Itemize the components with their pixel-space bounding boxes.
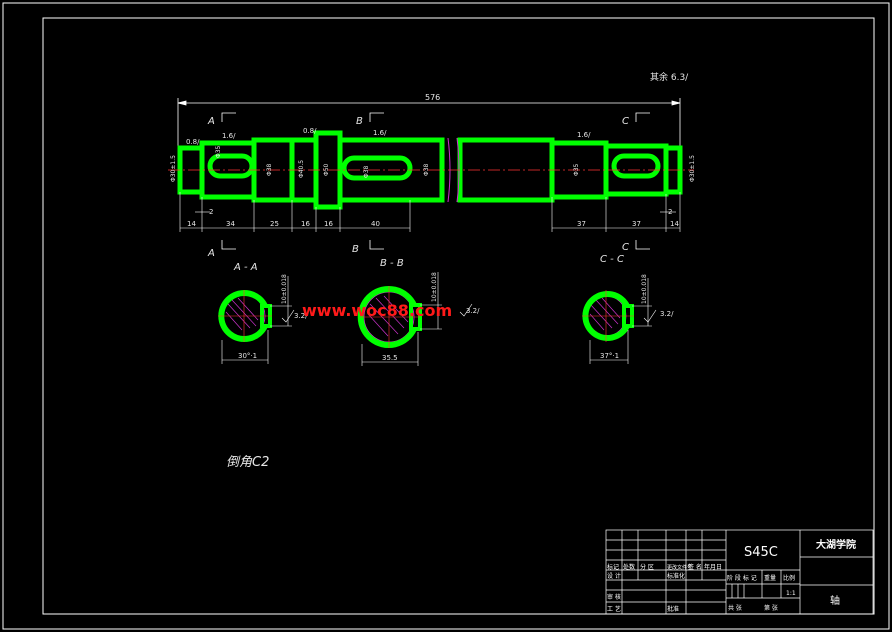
bottom-dimensions: 14 2 34 25 16 16 40 37 37 2 14 — [187, 208, 679, 228]
tb-reviewer-label: 审 核 — [607, 593, 621, 601]
dim-value: 2 — [209, 208, 213, 216]
roughness-symbol: 0.8/ — [186, 138, 200, 146]
tb-row1-cell: 标记 — [607, 563, 619, 571]
title-block — [605, 529, 874, 615]
diameter-labels: Φ30±1.5 Φ35 Φ38 Φ40.5 Φ50 Φ38 Φ38 Φ35 Φ3… — [170, 145, 696, 182]
section-a-bottom-dim: 30°·1 — [238, 352, 257, 360]
dim-value: 16 — [301, 220, 310, 228]
overall-dimension — [177, 98, 681, 148]
watermark-text: www.woc88.com — [302, 301, 452, 320]
section-a-a: 30°·1 10±0.018 3.2/ — [218, 274, 308, 364]
dim-value: 25 — [270, 220, 279, 228]
diameter-label: Φ30±1.5 — [689, 155, 696, 182]
section-mark-c-top: C — [622, 116, 629, 127]
tb-standard-label: 标准化 — [667, 572, 685, 580]
section-mark-b-bottom: B — [352, 244, 359, 255]
section-a-side-dim: 10±0.018 — [281, 274, 288, 304]
tb-row1-cell: 签 名 — [688, 563, 702, 571]
diameter-label: Φ40.5 — [298, 160, 305, 178]
roughness-note: 其余 6.3/ — [650, 71, 689, 83]
tb-process-label: 工 艺 — [607, 605, 621, 613]
section-b-roughness: 3.2/ — [466, 307, 480, 315]
roughness-symbol: 0.8/ — [303, 127, 317, 135]
section-mark-c-bottom: C — [622, 242, 629, 253]
dim-value: 2 — [668, 208, 672, 216]
diameter-label: Φ38 — [423, 163, 430, 176]
section-c-c: 37°·1 10±0.018 3.2/ — [582, 274, 674, 364]
diameter-label: Φ38 — [363, 165, 370, 178]
tb-row1-cell: 处数 — [623, 563, 635, 571]
chamfer-note: 倒角C2 — [226, 455, 269, 470]
diameter-label: Φ35 — [573, 163, 580, 176]
section-a-roughness: 3.2/ — [294, 312, 308, 320]
tb-scale-label: 比例 — [783, 574, 795, 582]
section-title-a: A - A — [233, 262, 258, 273]
roughness-symbol: 1.6/ — [373, 129, 387, 137]
section-b-side-dim: 10±0.018 — [431, 272, 438, 302]
inner-frame — [42, 17, 875, 615]
section-title-b: B - B — [380, 258, 404, 269]
section-mark-a-bottom: A — [207, 248, 215, 259]
tb-scale-value: 1:1 — [786, 590, 796, 597]
tb-part-name: 轴 — [830, 594, 840, 607]
dim-value: 40 — [371, 220, 380, 228]
section-mark-b-top: B — [356, 116, 363, 127]
tb-designer-label: 设 计 — [607, 572, 621, 580]
overall-length: 576 — [425, 93, 440, 102]
roughness-symbol: 1.6/ — [222, 132, 236, 140]
dimension-extension-lines — [179, 192, 681, 232]
tb-row1-cell: 更改文件号 — [667, 564, 692, 571]
diameter-label: Φ38 — [266, 163, 273, 176]
diameter-label: Φ50 — [323, 163, 330, 176]
section-c-side-dim: 10±0.018 — [641, 274, 648, 304]
tb-weight-label: 重量 — [764, 574, 776, 582]
diameter-label: Φ35 — [215, 145, 222, 158]
diameter-label: Φ30±1.5 — [170, 155, 177, 182]
section-cut-marks — [221, 112, 650, 250]
section-c-roughness: 3.2/ — [660, 310, 674, 318]
tb-material: S45C — [744, 545, 778, 560]
tb-school: 大湖学院 — [816, 538, 856, 551]
section-b-bottom-dim: 35.5 — [382, 354, 398, 362]
dim-value: 34 — [226, 220, 235, 228]
tb-sheet-number: 第 张 — [764, 604, 778, 612]
tb-sheets-total: 共 张 — [728, 604, 742, 612]
dim-value: 37 — [632, 220, 641, 228]
tb-stage-label: 阶 段 标 记 — [727, 574, 757, 582]
dim-value: 14 — [670, 220, 679, 228]
dim-value: 14 — [187, 220, 196, 228]
section-b-b: 35.5 10±0.018 3.2/ — [357, 272, 480, 366]
dim-value: 16 — [324, 220, 333, 228]
section-title-c: C - C — [600, 254, 624, 265]
roughness-symbols: 0.8/ 1.6/ 0.8/ 1.6/ 1.6/ — [186, 127, 591, 146]
dim-value: 37 — [577, 220, 586, 228]
tb-approve-label: 批准 — [667, 605, 679, 613]
tb-row1-cell: 年月日 — [704, 563, 722, 571]
roughness-symbol: 1.6/ — [577, 131, 591, 139]
section-c-bottom-dim: 37°·1 — [600, 352, 619, 360]
tb-row1-cell: 分 区 — [640, 563, 654, 571]
section-mark-a-top: A — [207, 116, 215, 127]
title-block-text: 标记 处数 分 区 更改文件号 签 名 年月日 设 计 标准化 审 核 工 艺 … — [607, 538, 856, 613]
